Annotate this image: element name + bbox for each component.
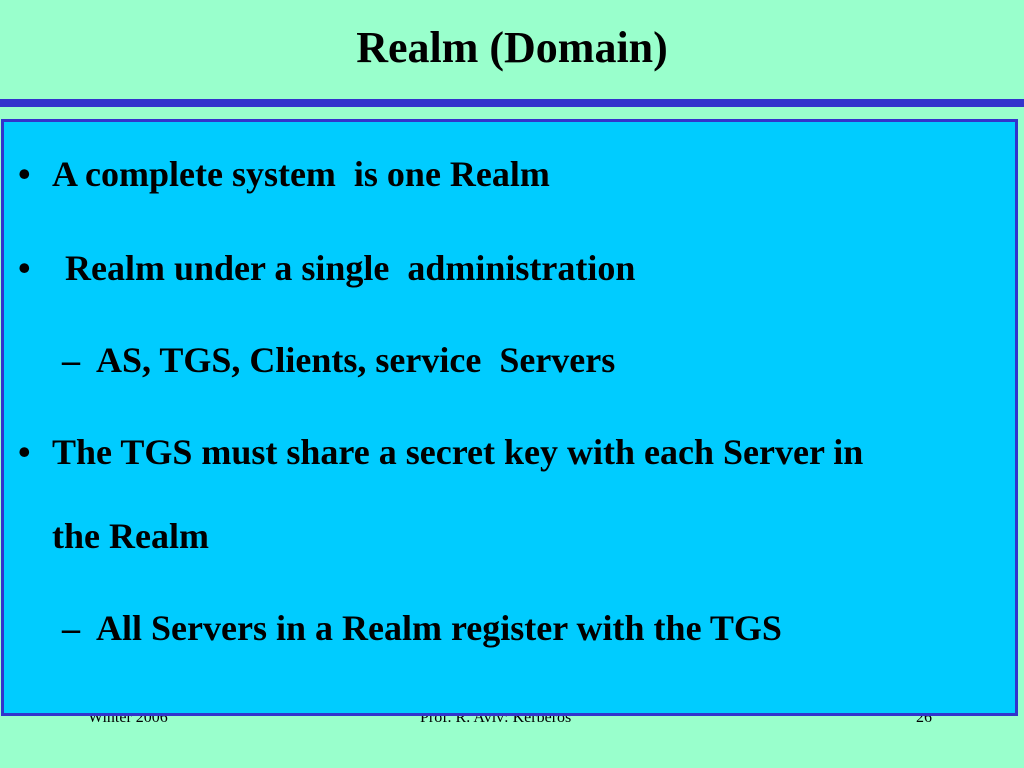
sub-bullet-marker: – (62, 340, 80, 380)
sub-bullet-text: All Servers in a Realm register with the… (96, 608, 782, 648)
bullet-marker: • (18, 248, 31, 288)
content-box: • A complete system is one Realm • Realm… (1, 119, 1018, 716)
sub-bullet-marker: – (62, 608, 80, 648)
sub-bullet-text: AS, TGS, Clients, service Servers (96, 340, 616, 380)
bullet-item: • Realm under a single administration (18, 246, 1008, 290)
bullet-item: • A complete system is one Realm (18, 152, 1008, 196)
bullet-text: The TGS must share a secret key with eac… (52, 432, 864, 556)
bullet-text: A complete system is one Realm (52, 154, 550, 194)
bullet-marker: • (18, 154, 31, 194)
bullet-marker: • (18, 432, 31, 472)
title-divider (0, 99, 1024, 107)
sub-bullet-item: – All Servers in a Realm register with t… (62, 606, 1002, 650)
sub-bullet-item: – AS, TGS, Clients, service Servers (62, 338, 1002, 382)
slide-title: Realm (Domain) (356, 23, 668, 72)
bullet-text: Realm under a single administration (56, 248, 636, 288)
bullet-item: • The TGS must share a secret key with e… (18, 430, 1008, 560)
